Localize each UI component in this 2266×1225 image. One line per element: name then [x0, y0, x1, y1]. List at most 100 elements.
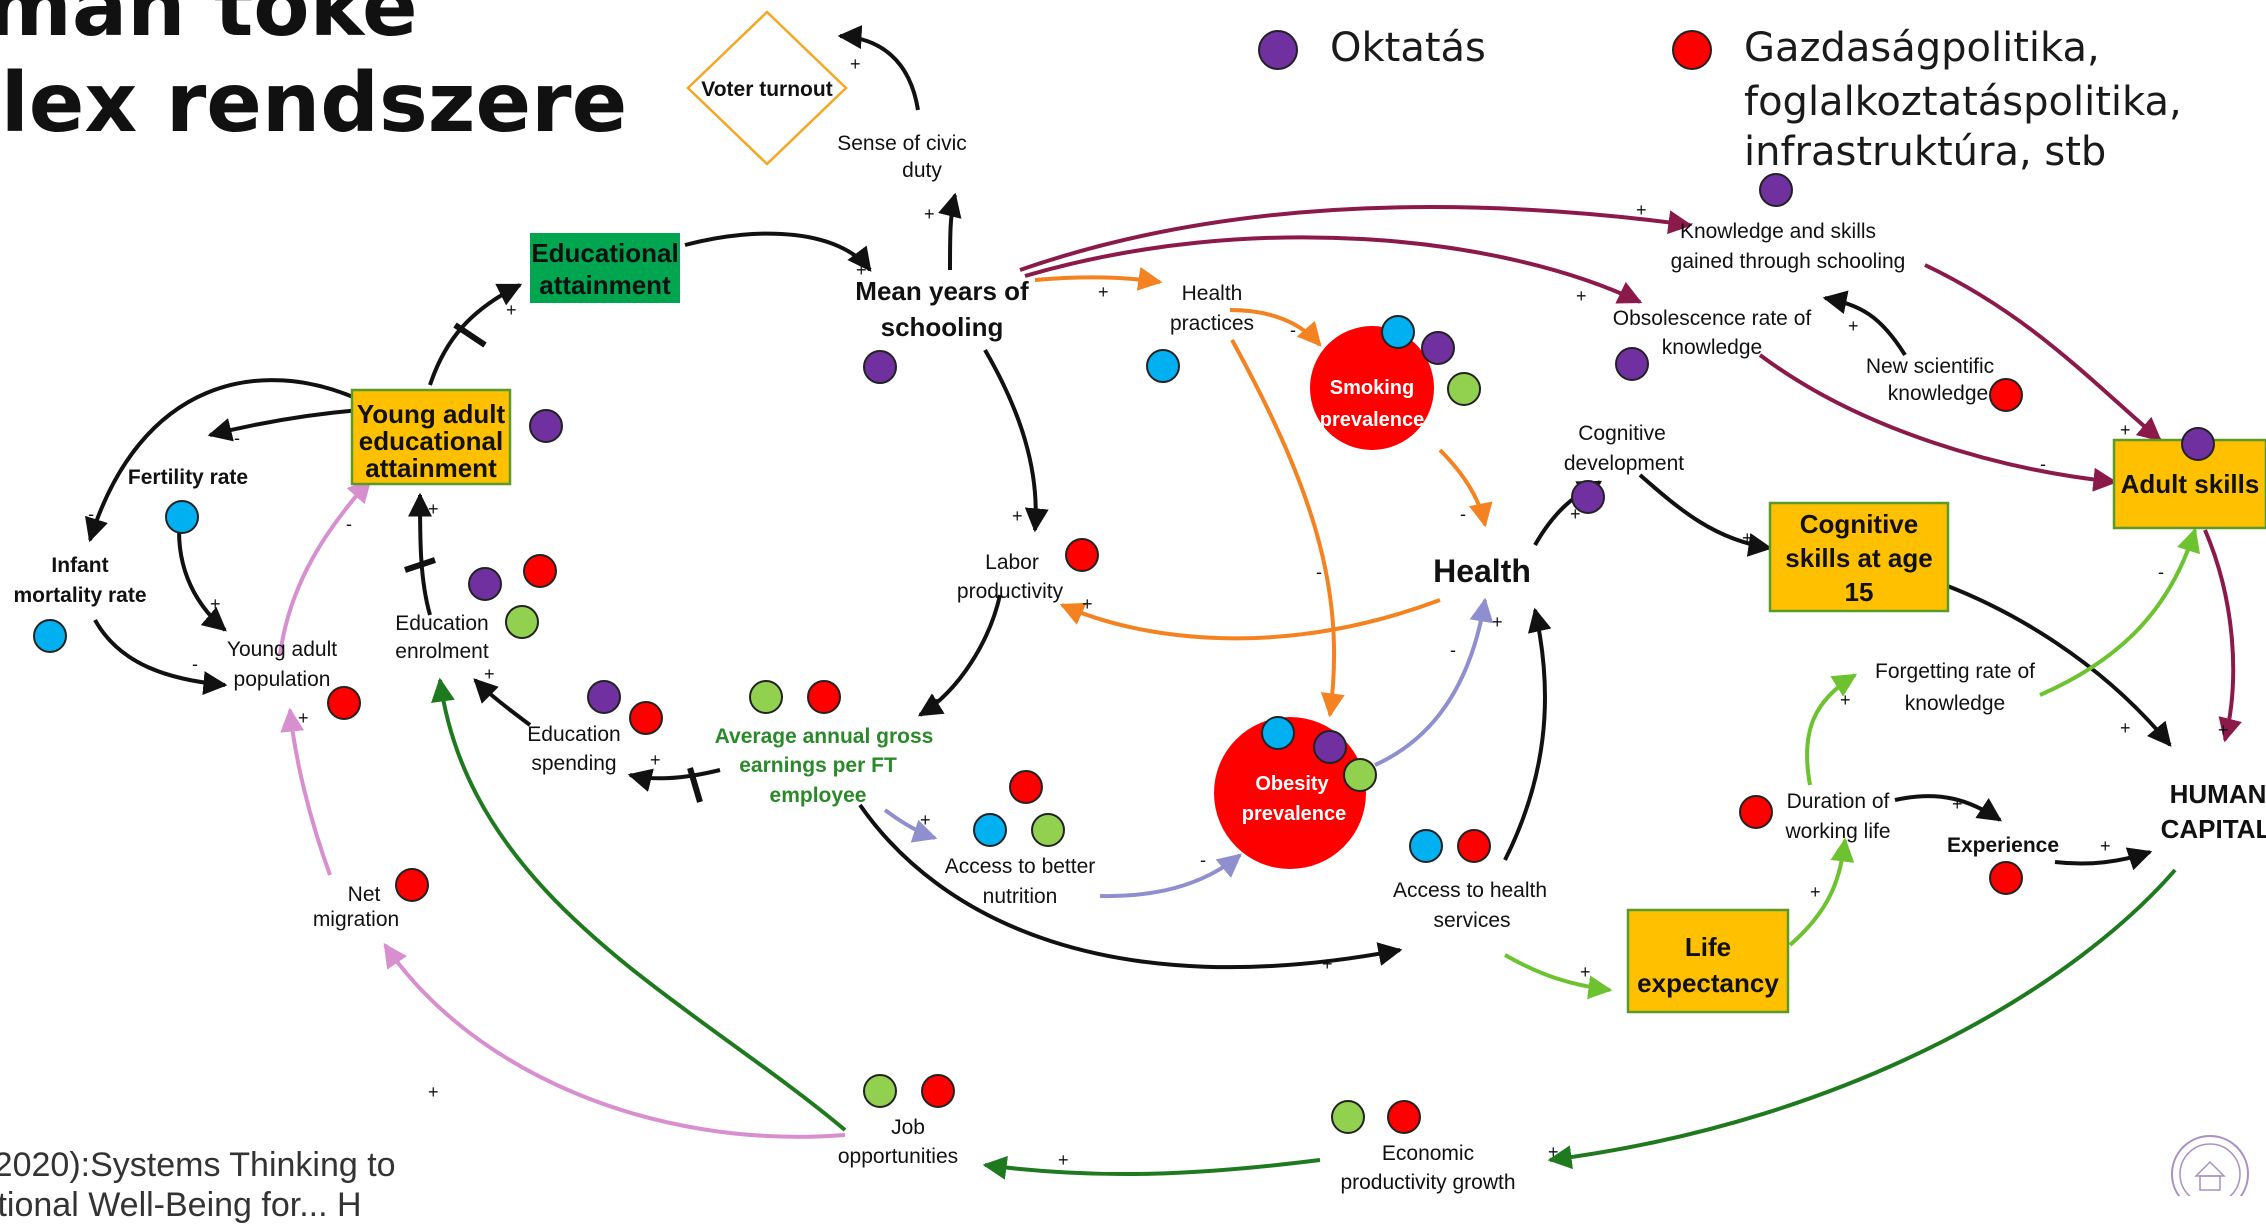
dot-health	[1261, 716, 1295, 750]
legend-label-economy-3: infrastruktúra, stb	[1744, 129, 2107, 175]
edge-civic-to-voter	[837, 25, 920, 111]
label-health-practices: practices	[1170, 312, 1254, 335]
label-forgetting: Forgetting rate of	[1875, 660, 2035, 683]
sign: -	[2158, 562, 2164, 582]
dot-economy	[1989, 378, 2023, 412]
dot-economy	[1739, 795, 1773, 829]
node-labels: Voter turnout Sense of civic duty Educat…	[13, 78, 2266, 1194]
label-human-capital: HUMAN	[2170, 779, 2266, 809]
delay-mark	[453, 322, 487, 348]
sign: -	[1200, 850, 1206, 870]
sign: +	[428, 499, 439, 519]
category-dots	[33, 173, 2215, 1134]
label-cognitive-skills: 15	[1845, 577, 1874, 607]
label-education-enrolment: Education	[395, 612, 488, 635]
sign: -	[234, 428, 240, 448]
edge-cogskills-to-hc	[1944, 583, 2172, 747]
citation: a (2020):Systems Thinking to National We…	[0, 1145, 396, 1225]
dot-education	[863, 350, 897, 384]
sign: -	[346, 514, 352, 534]
legend-label-economy-2: foglalkoztatáspolitika,	[1744, 79, 2182, 125]
label-obesity: prevalence	[1242, 803, 1347, 825]
dot-education	[1571, 480, 1605, 514]
edge-earnings-to-spending	[627, 768, 721, 792]
sign: +	[1810, 882, 1821, 902]
label-labor: productivity	[957, 580, 1064, 603]
dot-other	[1447, 372, 1481, 406]
sign: +	[2100, 836, 2111, 856]
sign: +	[1322, 954, 1333, 974]
young-adult-box	[350, 388, 512, 486]
label-adult-skills: Adult skills	[2121, 469, 2260, 499]
edge-knowledge-to-adultskills	[1924, 263, 2162, 442]
sign: +	[484, 664, 495, 684]
label-mean-years: Mean years of	[855, 276, 1029, 306]
slide-title: uman tőke plex rendszere	[0, 0, 627, 152]
edge-enrolment-to-youngadult	[408, 492, 433, 616]
edge-health-to-labor	[1059, 598, 1441, 641]
edge-practices-to-smoking	[1229, 308, 1322, 347]
label-fertility: Fertility rate	[128, 466, 248, 489]
edge-life-to-duration	[1788, 837, 1855, 947]
label-experience: Experience	[1947, 834, 2059, 857]
sign: +	[1548, 1142, 1559, 1162]
label-smoking: prevalence	[1320, 409, 1425, 431]
dot-education	[2181, 427, 2215, 461]
sign: +	[1636, 200, 1647, 220]
dot-education	[468, 567, 502, 601]
label-young-adult: Young adult	[357, 399, 506, 429]
dot-other	[1331, 1100, 1365, 1134]
edge-duration-to-forgetting	[1805, 673, 1858, 786]
sign: +	[1098, 282, 1109, 302]
label-education-spending: Education	[527, 723, 620, 746]
sign: +	[1576, 286, 1587, 306]
dot-economy	[921, 1074, 955, 1108]
sign: -	[1460, 504, 1466, 524]
edge-schooling-to-practices	[1034, 266, 1163, 291]
delay-mark	[404, 557, 436, 573]
edge-hc-to-growth	[1547, 868, 2177, 1170]
edge-smoking-to-health	[1438, 448, 1493, 528]
dot-education	[587, 680, 621, 714]
label-duration: Duration of	[1787, 790, 1890, 813]
label-cognitive-dev: Cognitive	[1578, 422, 1666, 445]
dot-education	[529, 409, 563, 443]
sign: +	[2120, 718, 2131, 738]
dot-economy	[523, 554, 557, 588]
label-earnings: earnings per FT	[739, 754, 897, 777]
edge-forgetting-to-adultskills	[2039, 527, 2201, 697]
edge-earnings-to-nutrition	[883, 808, 938, 843]
dot-health	[973, 813, 1007, 847]
sign: +	[924, 204, 935, 224]
edge-infant-to-youngpop	[93, 619, 228, 695]
sign: +	[1848, 316, 1859, 336]
edge-edattain-to-schooling	[684, 231, 872, 272]
sign: -	[1316, 562, 1322, 582]
citation-line-1: a (2020):Systems Thinking to	[0, 1146, 396, 1184]
sign: -	[2040, 454, 2046, 474]
label-duration: working life	[1784, 820, 1890, 843]
label-net-migration: migration	[313, 908, 399, 931]
label-education-enrolment: enrolment	[395, 640, 489, 663]
dot-economy	[1065, 538, 1099, 572]
label-job: opportunities	[838, 1145, 958, 1168]
label-cognitive-skills: Cognitive	[1800, 509, 1918, 539]
label-young-adult: educational	[359, 426, 503, 456]
delay-mark	[687, 767, 703, 803]
label-job: Job	[891, 1116, 925, 1139]
edge-obesity-to-health	[1374, 597, 1494, 767]
dot-economy	[807, 680, 841, 714]
label-health: Health	[1433, 553, 1531, 589]
edge-practices-to-obesity	[1230, 339, 1345, 718]
edge-youngadult-to-fertility	[207, 408, 361, 442]
label-earnings: employee	[770, 784, 867, 807]
sign: +	[1580, 962, 1591, 982]
sign: +	[1082, 594, 1093, 614]
edge-adultskills-to-hc	[2203, 529, 2242, 743]
label-young-adult: attainment	[365, 453, 497, 483]
label-life-expectancy: Life	[1685, 932, 1731, 962]
label-educational-attainment: attainment	[539, 270, 671, 300]
edge-growth-to-job	[982, 1155, 1321, 1180]
dot-other	[1343, 758, 1377, 792]
university-seal-icon	[2171, 1135, 2249, 1196]
